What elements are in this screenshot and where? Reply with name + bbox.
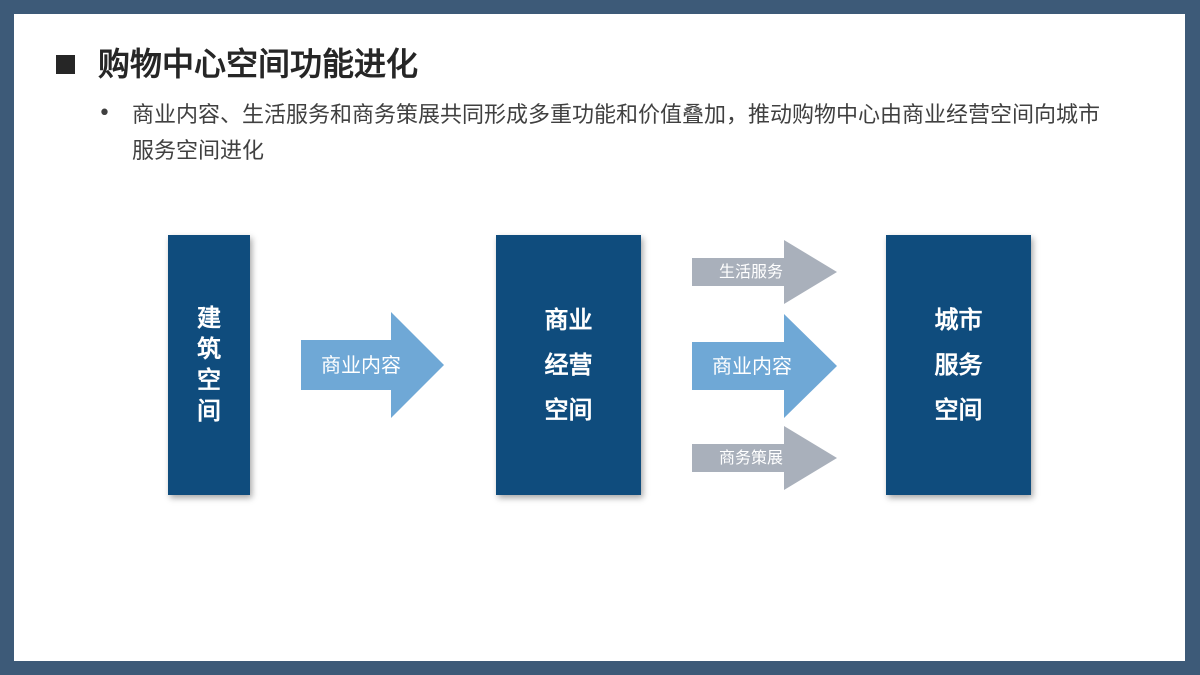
- box-building-line-3: 空: [197, 366, 221, 394]
- title-square-icon: [56, 55, 75, 74]
- arrow-label: 生活服务: [718, 262, 783, 281]
- arrow-right-icon: [301, 312, 444, 418]
- box-building-line-1: 建: [197, 304, 221, 332]
- box-building-line-4: 间: [197, 397, 221, 425]
- box-building-line-2: 筑: [197, 335, 221, 363]
- box-urban-line-2: 服务: [934, 350, 983, 379]
- box-urban-service-space: 城市 服务 空间: [886, 235, 1031, 495]
- box-commercial-line-3: 空间: [544, 395, 593, 424]
- arrow-label: 商业内容: [712, 354, 792, 378]
- arrow-right-icon: [692, 240, 837, 304]
- arrow-right-icon: [692, 314, 837, 418]
- box-commercial-line-1: 商业: [544, 305, 593, 334]
- arrow-commercial-content-1: 商业内容: [301, 312, 444, 418]
- box-commercial-line-2: 经营: [544, 350, 593, 379]
- arrow-right-icon: [692, 426, 837, 490]
- bullet-icon: •: [98, 101, 111, 126]
- box-commercial-space: 商业 经营 空间: [496, 235, 641, 495]
- bullet-text: 商业内容、生活服务和商务策展共同形成多重功能和价值叠加，推动购物中心由商业经营空…: [132, 103, 1101, 164]
- slide: 购物中心空间功能进化 • 商业内容、生活服务和商务策展共同形成多重功能和价值叠加…: [14, 14, 1185, 661]
- arrow-commercial-content-2: 商业内容: [692, 314, 837, 418]
- box-urban-line-3: 空间: [934, 395, 983, 424]
- arrow-business-curation: 商务策展: [692, 426, 837, 490]
- box-urban-line-1: 城市: [934, 305, 983, 334]
- box-building-space: 建 筑 空 间: [168, 235, 250, 495]
- arrow-label: 商务策展: [718, 448, 783, 467]
- page-title: 购物中心空间功能进化: [98, 45, 419, 83]
- arrow-life-services: 生活服务: [692, 240, 837, 304]
- arrow-label: 商业内容: [321, 353, 401, 377]
